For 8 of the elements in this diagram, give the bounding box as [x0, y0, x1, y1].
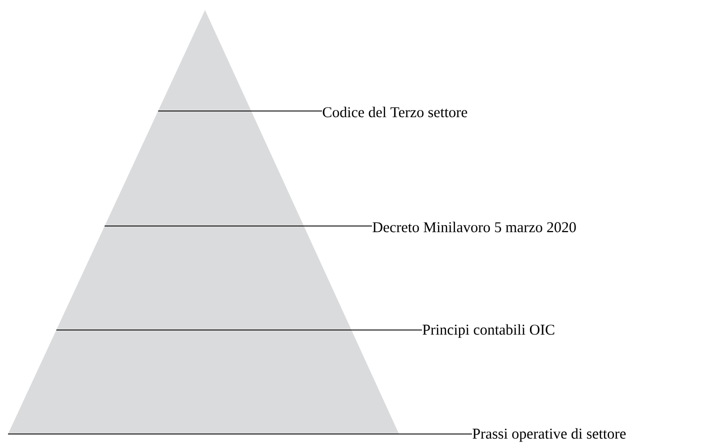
level-label: Codice del Terzo settore — [322, 106, 468, 118]
level-label: Decreto Minilavoro 5 marzo 2020 — [372, 222, 576, 232]
leader-line — [8, 433, 472, 434]
leader-line — [158, 110, 322, 112]
leader-line — [56, 329, 422, 330]
level-label: Prassi operative di settore — [472, 428, 626, 442]
level-label: Principi contabili OIC — [422, 324, 554, 338]
leader-line — [104, 225, 372, 226]
